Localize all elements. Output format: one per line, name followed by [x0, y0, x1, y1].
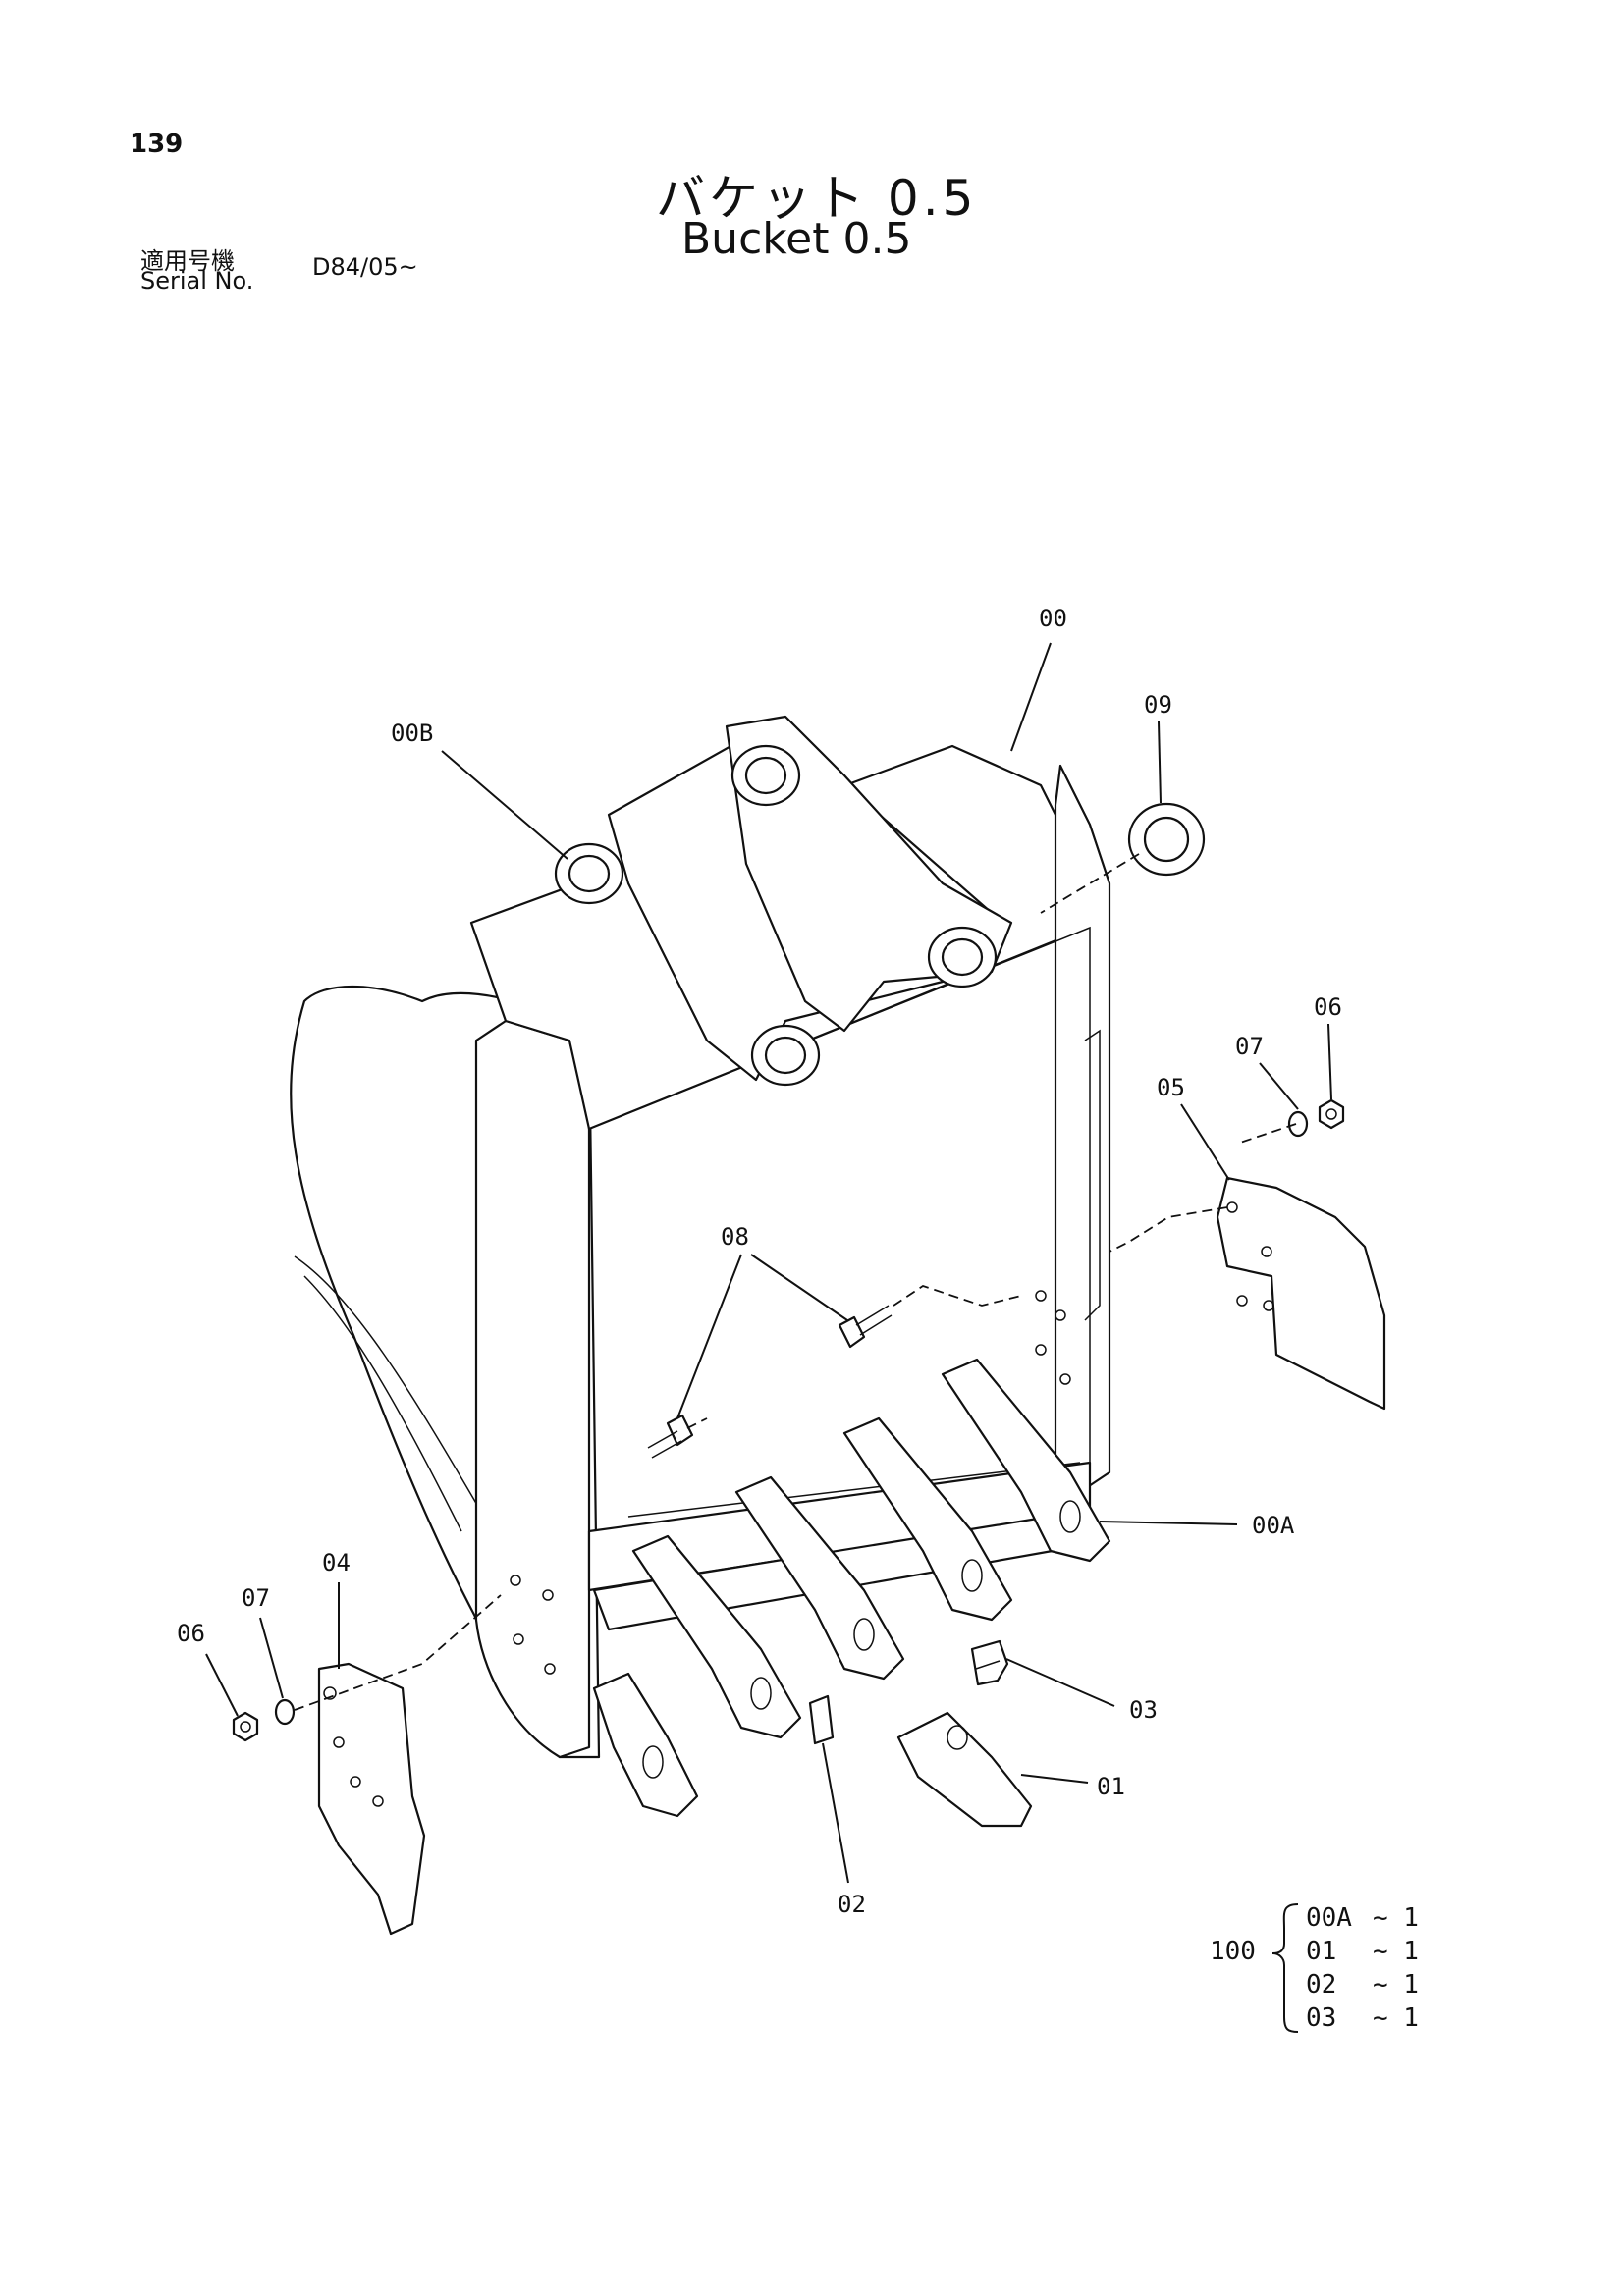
side-cutter-right-05	[1216, 1176, 1386, 1411]
callout-06-right: 06	[1314, 993, 1342, 1021]
kit-item-qty: ~ 1	[1373, 1970, 1419, 2000]
callout-07-left: 07	[242, 1584, 270, 1612]
serial-value: D84/05~	[312, 253, 418, 281]
callout-03: 03	[1129, 1696, 1158, 1724]
lock-03	[970, 1639, 1009, 1686]
callout-02: 02	[838, 1891, 866, 1918]
assembly-lines	[294, 853, 1297, 1711]
callout-00: 00	[1039, 605, 1067, 632]
kit-item-part: 03	[1306, 2003, 1336, 2033]
kit-item-part: 01	[1306, 1937, 1336, 1966]
pin-02	[808, 1694, 835, 1745]
callout-09: 09	[1144, 691, 1172, 719]
kit-item-part: 00A	[1306, 1903, 1352, 1933]
bucket-teeth	[592, 1358, 1111, 1818]
seal-ring-09	[1127, 802, 1206, 877]
tooth-point-01	[896, 1711, 1033, 1828]
serial-label-japanese: 適用号機	[140, 247, 235, 275]
nut-washer-right	[1287, 1098, 1345, 1138]
kit-item-part: 02	[1306, 1970, 1336, 2000]
title-english: Bucket 0.5	[681, 214, 912, 264]
kit-composition: 100 00A ~ 1 01 ~ 1 02 ~ 1 03 ~ 1	[1210, 1903, 1419, 2033]
page-number: 139	[130, 130, 184, 159]
kit-item-qty: ~ 1	[1373, 2003, 1419, 2033]
side-plate-holes	[510, 1290, 1071, 1675]
callout-01: 01	[1097, 1773, 1125, 1800]
side-cutter-left-04	[317, 1662, 426, 1936]
callout-05: 05	[1157, 1074, 1185, 1101]
callout-00B: 00B	[391, 720, 433, 747]
kit-number: 100	[1210, 1937, 1256, 1966]
serial-label-english: Serial No.	[140, 267, 254, 294]
leader-lines	[205, 642, 1332, 1884]
mount-brackets	[554, 715, 1013, 1087]
callout-06-left: 06	[177, 1620, 205, 1647]
title-japanese: バケット 0.5	[656, 170, 978, 227]
callout-08: 08	[721, 1223, 749, 1251]
kit-item-qty: ~ 1	[1373, 1903, 1419, 1933]
callout-04: 04	[322, 1549, 351, 1576]
kit-item-qty: ~ 1	[1373, 1937, 1419, 1966]
callout-labels: 00 09 00B 06 07 05 08 00A 04 07 06 03 01…	[177, 605, 1342, 1918]
callout-00A: 00A	[1252, 1512, 1295, 1539]
callout-07-right: 07	[1235, 1033, 1264, 1060]
nut-washer-left	[232, 1698, 296, 1742]
